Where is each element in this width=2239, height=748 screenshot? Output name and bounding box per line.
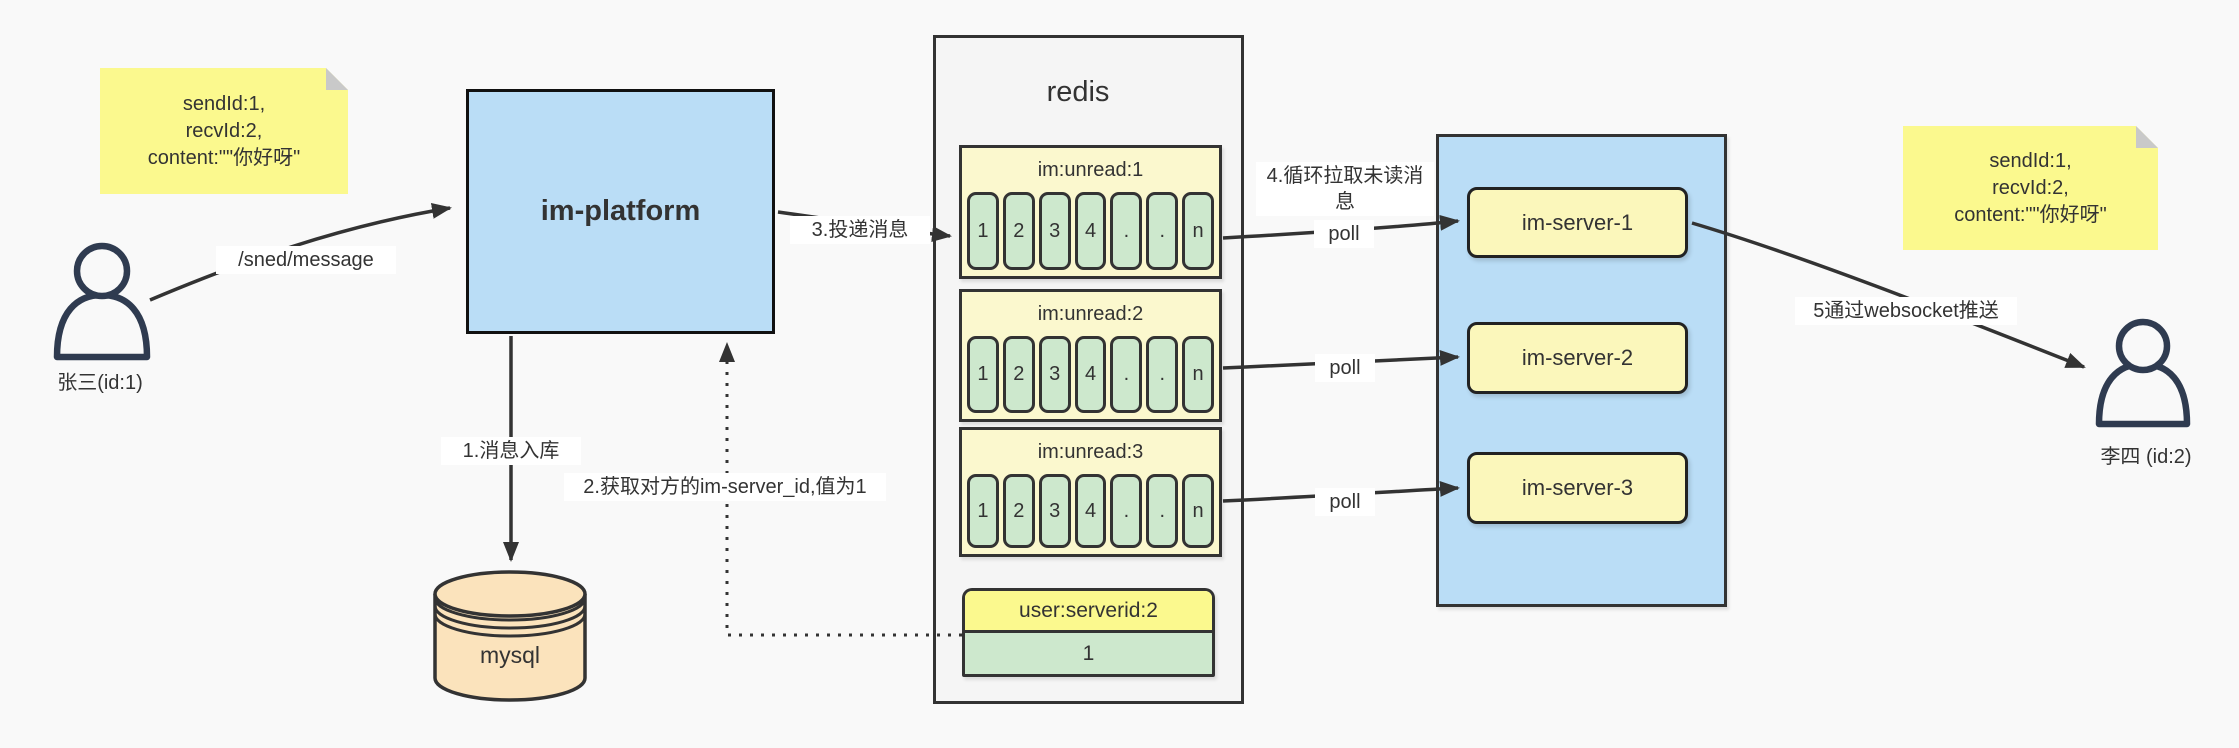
note-line: sendId:1,	[1989, 149, 2072, 172]
queue-im-unread-3: im:unread:3 1 2 3 4 . . n	[959, 427, 1222, 557]
note-line: recvId:2,	[1992, 176, 2069, 199]
queue-cell: n	[1182, 192, 1215, 270]
queue-cells: 1 2 3 4 . . n	[962, 192, 1219, 276]
note-fold-icon	[2136, 126, 2158, 148]
label-poll-3: poll	[1315, 488, 1375, 516]
queue-im-unread-2: im:unread:2 1 2 3 4 . . n	[959, 289, 1222, 422]
im-server-2-label: im-server-2	[1521, 345, 1634, 370]
label-poll-1: poll	[1314, 220, 1374, 248]
label-poll-2: poll	[1315, 354, 1375, 382]
im-server-1-box: im-server-1	[1467, 187, 1688, 258]
mysql-label: mysql	[479, 642, 541, 668]
sticky-note-left: sendId:1, recvId:2, content:""你好呀"	[100, 68, 348, 194]
kv-header: user:serverid:2	[965, 591, 1212, 633]
redis-title: redis	[1046, 76, 1110, 108]
queue-header: im:unread:2	[1037, 302, 1144, 325]
kv-value: 1	[965, 633, 1212, 674]
note-line: content:""你好呀"	[147, 146, 301, 169]
queue-cell: n	[1182, 336, 1215, 413]
queue-cell: .	[1146, 336, 1179, 413]
receiver-user-icon	[2095, 318, 2191, 428]
im-platform-label: im-platform	[540, 195, 701, 227]
kv-user-serverid: user:serverid:2 1	[962, 588, 1215, 677]
queue-header: im:unread:3	[1037, 440, 1144, 463]
note-line: sendId:1,	[182, 92, 266, 115]
queue-cell: 3	[1038, 336, 1071, 413]
label-step3: 3.投递消息	[790, 216, 930, 244]
queue-cell: 2	[1002, 192, 1035, 270]
sticky-note-right: sendId:1, recvId:2, content:""你好呀"	[1903, 126, 2158, 250]
queue-cells: 1 2 3 4 . . n	[962, 336, 1219, 419]
im-server-3-box: im-server-3	[1467, 452, 1688, 524]
queue-cell: 2	[1002, 474, 1035, 548]
note-fold-icon	[326, 68, 348, 90]
queue-cell: 1	[967, 336, 999, 413]
label-step5: 5通过websocket推送	[1795, 297, 2017, 325]
receiver-label: 李四 (id:2)	[2100, 446, 2192, 468]
im-server-1-label: im-server-1	[1521, 209, 1634, 235]
queue-cell: 4	[1074, 474, 1107, 548]
im-platform-box: im-platform	[466, 89, 775, 334]
queue-cell: .	[1110, 192, 1143, 270]
mysql-cylinder	[433, 570, 587, 702]
queue-cell: .	[1110, 474, 1143, 548]
queue-cells: 1 2 3 4 . . n	[962, 474, 1219, 554]
queue-cell: 4	[1074, 336, 1107, 413]
sender-label: 张三(id:1)	[57, 372, 143, 394]
queue-cell: 2	[1002, 336, 1035, 413]
im-server-2-box: im-server-2	[1467, 322, 1688, 394]
im-server-3-label: im-server-3	[1521, 475, 1634, 500]
queue-cell: .	[1146, 474, 1179, 548]
sender-user-icon	[53, 242, 151, 361]
queue-cell: .	[1146, 192, 1179, 270]
queue-cell: n	[1182, 474, 1215, 548]
label-send-message: /sned/message	[216, 246, 396, 274]
queue-cell: 1	[967, 192, 999, 270]
label-step4: 4.循环拉取未读消息	[1256, 162, 1434, 216]
queue-cell: 4	[1074, 192, 1107, 270]
label-step1: 1.消息入库	[441, 437, 581, 465]
queue-cell: 3	[1038, 192, 1071, 270]
queue-cell: 3	[1038, 474, 1071, 548]
queue-cell: .	[1110, 336, 1143, 413]
note-line: content:""你好呀"	[1954, 203, 2107, 226]
queue-im-unread-1: im:unread:1 1 2 3 4 . . n	[959, 145, 1222, 279]
queue-header: im:unread:1	[1037, 158, 1144, 181]
label-step2: 2.获取对方的im-server_id,值为1	[564, 473, 886, 501]
queue-cell: 1	[967, 474, 999, 548]
note-line: recvId:2,	[185, 119, 263, 142]
